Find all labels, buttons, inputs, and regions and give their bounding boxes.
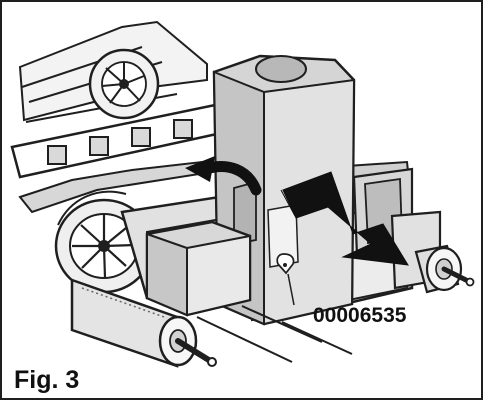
- front-spoked-wheel: [54, 190, 154, 294]
- figure-label: Fig. 3: [14, 366, 80, 394]
- front-block: [145, 220, 252, 317]
- removal-arrow-icon: [280, 171, 409, 266]
- part-number-leader: [287, 273, 295, 306]
- rotation-arrow-icon: [185, 156, 262, 196]
- front-shaft-cylinder: [70, 278, 217, 368]
- rear-spoked-wheel: [88, 48, 160, 120]
- ladder-side-member: [10, 102, 228, 179]
- part-number-label: 00006535: [313, 304, 407, 327]
- rear-shaft-cylinder: [414, 244, 475, 294]
- bottom-rails: [196, 305, 353, 363]
